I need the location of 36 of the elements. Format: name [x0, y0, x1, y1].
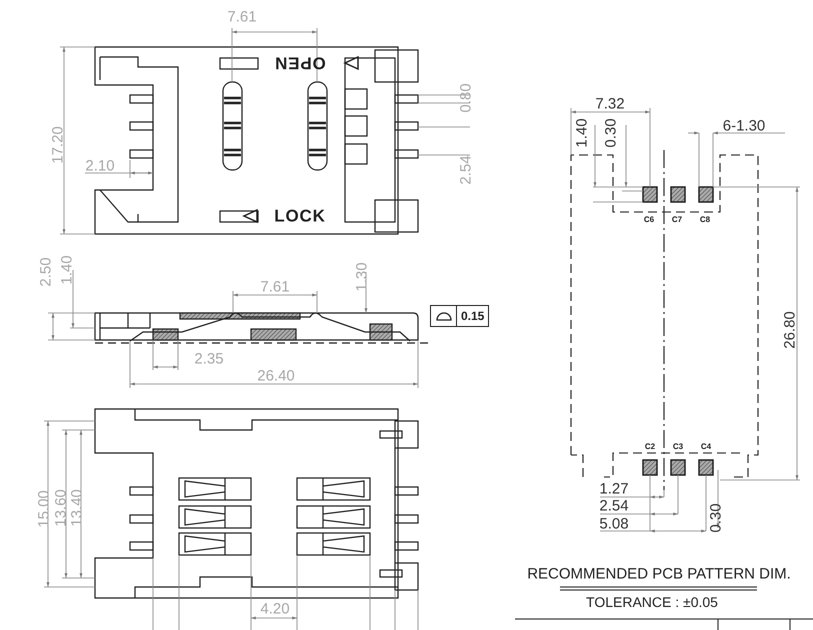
pin-label: C6: [644, 216, 654, 224]
dimension-label: 6-1.30: [722, 118, 766, 134]
dimension-label: 2.54: [599, 498, 629, 514]
marking-text: LOCK: [274, 208, 326, 224]
dimension-label: 7.61: [227, 10, 257, 24]
tolerance-value: 0.15: [460, 308, 486, 325]
dimension-label: 1.30: [354, 262, 370, 292]
pin-label: C3: [672, 443, 684, 451]
dimension-label: 0.30: [708, 503, 724, 533]
dimension-label: 5.08: [599, 516, 629, 532]
pin-label: C7: [672, 216, 682, 224]
dimension-label: 26.40: [257, 368, 295, 384]
dimension-label: 1.40: [574, 118, 590, 148]
dimension-label: 26.80: [782, 311, 798, 349]
flatness-tolerance-frame: [430, 305, 490, 327]
pin-label: C4: [700, 443, 712, 451]
dimension-label: 4.20: [260, 602, 290, 616]
dimension-label: 13.40: [70, 489, 84, 527]
dimension-label: 7.32: [595, 96, 625, 112]
dimension-label: 7.61: [260, 280, 290, 294]
dimension-label: 15.00: [36, 490, 52, 528]
pin-label: C8: [700, 216, 710, 224]
pin-label: C2: [644, 443, 656, 451]
dimension-label: 2.54: [458, 155, 474, 185]
dimension-label: 0.80: [458, 83, 474, 113]
dimension-label: 2.10: [85, 158, 115, 174]
dimension-label: 1.40: [60, 255, 74, 285]
dimension-label: 13.60: [54, 489, 68, 527]
dimension-label: 2.35: [194, 352, 224, 366]
dimension-label: 1.27: [599, 482, 629, 496]
tolerance-note: TOLERANCE : ±0.05: [586, 595, 718, 609]
marking-text: OPEN: [274, 54, 326, 72]
dimension-label: 0.30: [604, 118, 618, 148]
dimension-label: 2.50: [38, 257, 54, 287]
drawing-title: RECOMMENDED PCB PATTERN DIM.: [527, 566, 791, 582]
dimension-label: 17.20: [50, 126, 66, 164]
